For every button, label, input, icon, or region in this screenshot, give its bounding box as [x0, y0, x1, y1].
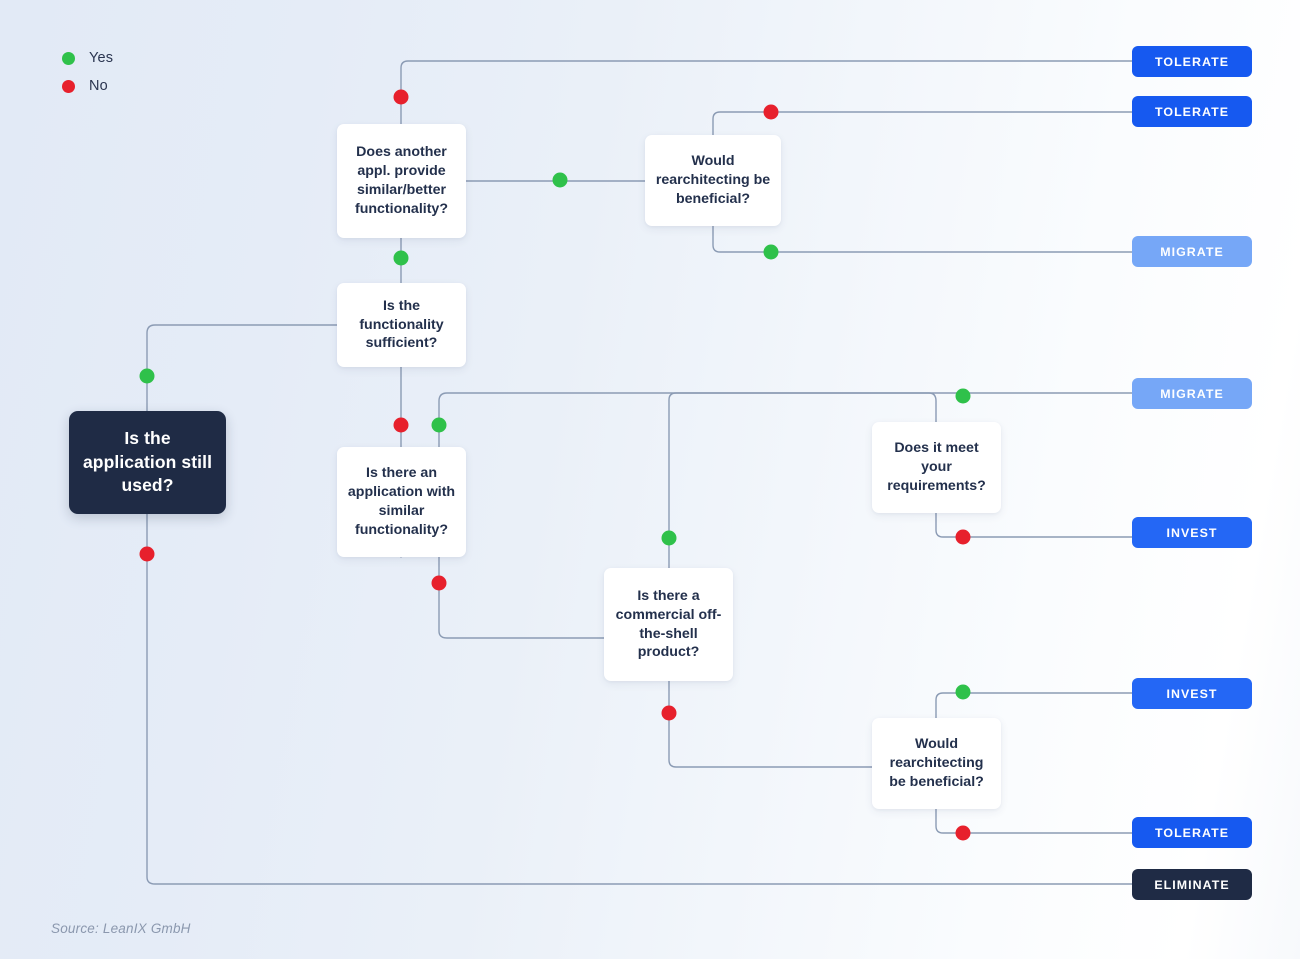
legend-dot-yes: [62, 51, 75, 65]
o-migrate-1[interactable]: MIGRATE: [1132, 236, 1252, 267]
answer-dot-yes: [431, 417, 447, 433]
answer-dot-yes: [139, 368, 155, 384]
answer-dot-yes: [763, 244, 779, 260]
answer-dot-no: [393, 89, 409, 105]
o-tolerate-3[interactable]: TOLERATE: [1132, 817, 1252, 848]
o-invest-2[interactable]: INVEST: [1132, 678, 1252, 709]
o-invest-1[interactable]: INVEST: [1132, 517, 1252, 548]
n-func-sufficient[interactable]: Is the functionality sufficient?: [337, 283, 466, 367]
answer-dot-yes: [955, 684, 971, 700]
legend: Yes No: [62, 44, 113, 100]
o-tolerate-2[interactable]: TOLERATE: [1132, 96, 1252, 127]
n-meets-req[interactable]: Does it meet your requirements?: [872, 422, 1001, 513]
connector-path: [438, 556, 605, 639]
n-similar-app[interactable]: Is there an application with similar fun…: [337, 447, 466, 557]
n-another-appl[interactable]: Does another appl. provide similar/bette…: [337, 124, 466, 238]
connector-path: [146, 509, 1133, 885]
answer-dot-no: [955, 825, 971, 841]
answer-dot-no: [393, 417, 409, 433]
n-cots[interactable]: Is there a commercial off-the-shell prod…: [604, 568, 733, 681]
n-rearch-top[interactable]: Would rearchitecting be beneficial?: [645, 135, 781, 226]
answer-dot-no: [139, 546, 155, 562]
answer-dot-no: [763, 104, 779, 120]
answer-dot-yes: [393, 250, 409, 266]
answer-dot-yes: [552, 172, 568, 188]
connector-path: [438, 392, 1133, 448]
legend-label-no: No: [89, 78, 108, 94]
legend-item-yes: Yes: [62, 44, 113, 72]
answer-dot-no: [661, 705, 677, 721]
root-decision-node[interactable]: Is the application still used?: [69, 411, 226, 514]
answer-dot-yes: [661, 530, 677, 546]
answer-dot-no: [955, 529, 971, 545]
n-rearch-bottom[interactable]: Would rearchitecting be beneficial?: [872, 718, 1001, 809]
answer-dot-no: [431, 575, 447, 591]
legend-dot-no: [62, 79, 75, 93]
o-migrate-2[interactable]: MIGRATE: [1132, 378, 1252, 409]
o-eliminate[interactable]: ELIMINATE: [1132, 869, 1252, 900]
connector-path: [146, 324, 338, 415]
o-tolerate-1[interactable]: TOLERATE: [1132, 46, 1252, 77]
legend-item-no: No: [62, 72, 113, 100]
connector-path: [668, 680, 873, 768]
source-attribution: Source: LeanIX GmbH: [51, 921, 191, 936]
answer-dot-yes: [955, 388, 971, 404]
legend-label-yes: Yes: [89, 50, 114, 66]
